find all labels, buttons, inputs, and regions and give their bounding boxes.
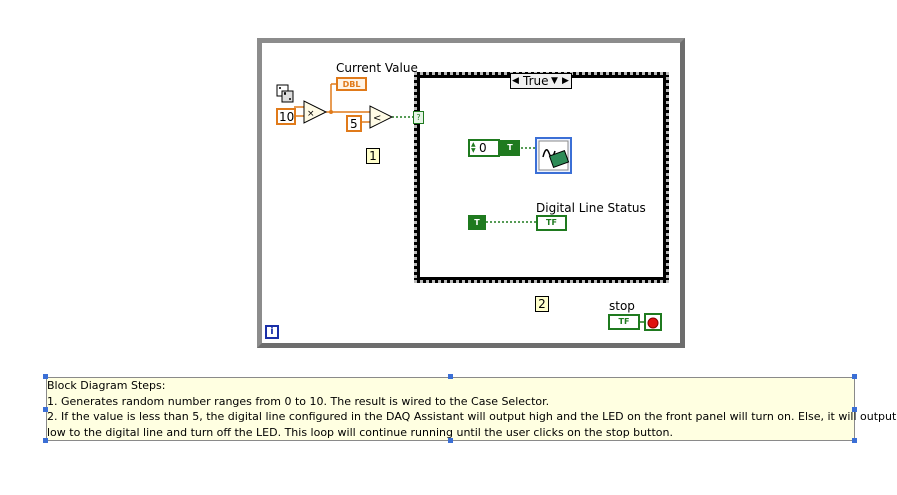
digital-line-status-indicator[interactable]: TF — [536, 215, 567, 231]
true-constant-label: T — [507, 143, 513, 152]
decrement-arrow-icon[interactable]: ◀ — [512, 76, 519, 86]
loop-condition-stop-icon[interactable] — [644, 313, 662, 331]
current-value-indicator[interactable]: DBL — [336, 77, 367, 91]
true-constant-lower[interactable]: T — [468, 215, 486, 230]
comment-title: Block Diagram Steps: — [47, 379, 166, 392]
increment-decrement-icon[interactable]: ▲▼ — [471, 141, 476, 154]
stop-label: stop — [609, 299, 635, 313]
resize-handle-mr[interactable] — [852, 407, 857, 412]
sequence-frame-1: 1 — [366, 148, 380, 164]
daq-assistant-icon[interactable] — [535, 137, 572, 174]
resize-handle-bl[interactable] — [43, 438, 48, 443]
block-diagram-comment[interactable]: Block Diagram Steps: 1. Generates random… — [46, 377, 897, 441]
dropdown-arrow-icon[interactable]: ▼ — [551, 76, 558, 86]
random-number-dice-icon[interactable] — [276, 84, 294, 104]
line-number-control[interactable]: ▲▼ 0 — [468, 139, 500, 157]
digital-line-status-label: Digital Line Status — [536, 201, 646, 215]
resize-handle-br[interactable] — [852, 438, 857, 443]
resize-handle-tl[interactable] — [43, 374, 48, 379]
case-structure[interactable] — [414, 72, 669, 283]
increment-arrow-icon[interactable]: ▶ — [562, 76, 569, 86]
case-selector[interactable]: ◀ True ▼ ▶ — [510, 73, 572, 89]
svg-text:<: < — [373, 113, 381, 124]
resize-handle-tr[interactable] — [852, 374, 857, 379]
true-constant[interactable]: T — [500, 140, 520, 156]
resize-handle-tm[interactable] — [448, 374, 453, 379]
line-number-value: 0 — [479, 141, 487, 155]
dbl-type-label: DBL — [342, 80, 361, 89]
svg-text:×: × — [307, 109, 315, 119]
multiplier-constant[interactable]: 10 — [276, 108, 296, 125]
resize-handle-bm[interactable] — [448, 438, 453, 443]
comment-line-1: 1. Generates random number ranges from 0… — [47, 394, 550, 408]
case-selector-terminal[interactable]: ? — [413, 111, 424, 124]
current-value-label: Current Value — [336, 61, 418, 75]
tf-type-label: TF — [546, 218, 557, 227]
threshold-constant[interactable]: 5 — [346, 115, 362, 132]
sequence-frame-2: 2 — [535, 296, 549, 312]
comment-line-2: 2. If the value is less than 5, the digi… — [47, 410, 897, 423]
stop-control[interactable]: TF — [608, 314, 640, 330]
comment-line-3: low to the digital line and turn off the… — [47, 425, 673, 439]
resize-handle-ml[interactable] — [43, 407, 48, 412]
true-constant-lower-label: T — [474, 218, 480, 227]
iteration-terminal: i — [265, 325, 279, 339]
case-selector-value: True — [523, 74, 549, 88]
stop-tf-label: TF — [618, 317, 630, 326]
